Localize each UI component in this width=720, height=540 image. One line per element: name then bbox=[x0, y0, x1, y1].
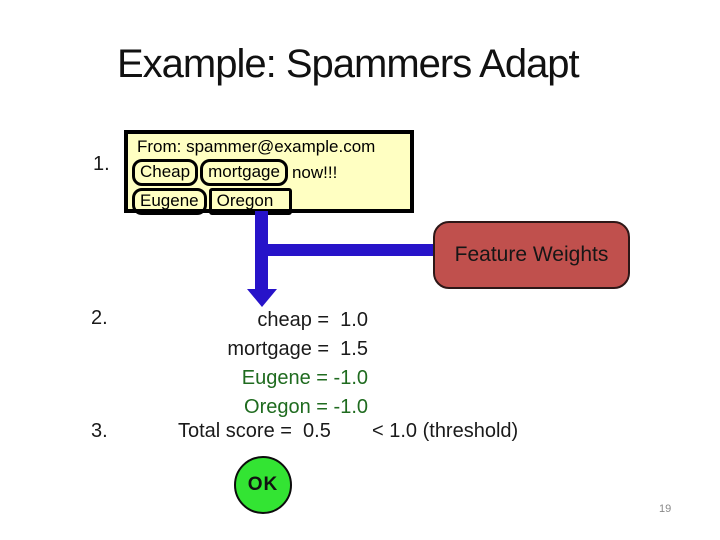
feature-weights-callout: Feature Weights bbox=[433, 221, 630, 289]
highlighted-word-cheap: Cheap bbox=[132, 159, 199, 186]
step-1-label: 1. bbox=[93, 153, 110, 175]
highlighted-word-oregon: Oregon bbox=[208, 188, 293, 215]
weight-eugene: Eugene = -1.0 bbox=[241, 367, 368, 389]
email-location-row: Eugene Oregon bbox=[132, 188, 406, 215]
feature-weight-list: cheap = 1.0 mortgage = 1.5 Eugene = -1.0… bbox=[227, 306, 368, 422]
weight-cheap: cheap = 1.0 bbox=[257, 309, 368, 331]
threshold-text: < 1.0 (threshold) bbox=[372, 420, 519, 442]
email-subject-row: Cheap mortgage now!!! bbox=[132, 159, 406, 186]
ok-badge: OK bbox=[234, 456, 292, 514]
weight-mortgage: mortgage = 1.5 bbox=[227, 338, 368, 360]
step-2-label: 2. bbox=[91, 307, 108, 329]
down-arrowhead-icon bbox=[247, 289, 277, 307]
slide-title: Example: Spammers Adapt bbox=[117, 42, 580, 86]
total-score-text: Total score = 0.5 bbox=[178, 420, 331, 442]
email-subject-rest: now!!! bbox=[291, 162, 338, 182]
highlighted-word-mortgage: mortgage bbox=[200, 159, 288, 186]
connector-horizontal-line bbox=[261, 244, 433, 256]
email-message-box: From: spammer@example.com Cheap mortgage… bbox=[124, 130, 414, 215]
step-3-label: 3. bbox=[91, 420, 108, 442]
page-number: 19 bbox=[659, 503, 672, 515]
ok-badge-label: OK bbox=[247, 474, 279, 495]
email-from-line: From: spammer@example.com bbox=[137, 137, 376, 156]
weight-oregon: Oregon = -1.0 bbox=[244, 396, 368, 418]
feature-weights-label: Feature Weights bbox=[454, 243, 609, 266]
highlighted-word-eugene: Eugene bbox=[132, 188, 207, 215]
